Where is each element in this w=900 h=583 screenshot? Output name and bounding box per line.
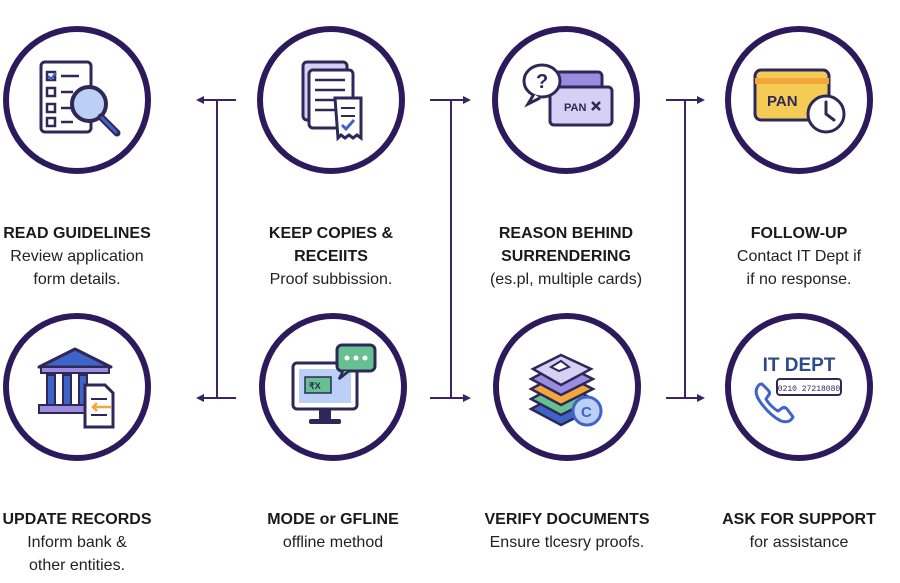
- step-title: ASK FOR SUPPORT: [722, 511, 876, 528]
- step-title: READ GUIDELINES: [3, 225, 151, 242]
- step-read-guidelines: READ GUIDELINES Review application form …: [0, 26, 194, 296]
- step-reason-behind-surrendering: PAN ? REASON BEHIND SURRENDERING (es.pl,…: [463, 26, 683, 296]
- step-circle: C: [493, 313, 641, 461]
- step-circle: PAN: [725, 26, 873, 174]
- step-description: offline method: [282, 534, 384, 551]
- step-title: UPDATE RECORDS: [2, 511, 152, 528]
- arrowhead-right-bottom: [697, 394, 705, 402]
- step-description: for assistance: [749, 534, 849, 551]
- arrowhead-middle-bottom: [463, 394, 471, 402]
- svg-text:C: C: [581, 404, 592, 421]
- step-description: (es.pl, multiple cards): [489, 271, 643, 288]
- svg-text:PAN: PAN: [767, 93, 798, 110]
- svg-text:?: ?: [536, 71, 548, 93]
- connector-lines: [196, 96, 705, 402]
- step-circle: [257, 26, 405, 174]
- pan-card-clock-icon: PAN: [753, 68, 846, 134]
- bank-document-icon: [37, 347, 115, 429]
- step-description: Ensure tlcesry proofs.: [489, 534, 645, 551]
- step-title: VERIFY DOCUMENTS: [484, 511, 650, 528]
- process-diagram: READ GUIDELINES Review application form …: [0, 26, 900, 574]
- documents-receipt-icon: [301, 60, 363, 142]
- step-circle: ₹X: [259, 313, 407, 461]
- step-verify-documents: C VERIFY DOCUMENTS Ensure tlcesry proofs…: [464, 313, 684, 583]
- step-circle: [3, 313, 151, 461]
- step-title: FOLLOW-UP: [750, 225, 848, 242]
- svg-text:PAN: PAN: [564, 102, 586, 114]
- arrowhead-left-top: [196, 96, 204, 104]
- question-pan-cards-icon: PAN ?: [522, 63, 614, 127]
- step-description: Proof subbission.: [269, 271, 393, 288]
- checklist-magnifier-icon: [39, 60, 121, 137]
- step-description: Contact IT Dept if if no response.: [736, 248, 862, 288]
- step-follow-up: PAN FOLLOW-UP Contact IT Dept if if no r…: [696, 26, 900, 296]
- computer-chat-icon: ₹X: [291, 343, 377, 424]
- svg-text:0210 27218080: 0210 27218080: [778, 385, 841, 394]
- step-circle: IT DEPT 0210 27218080: [725, 313, 873, 461]
- step-ask-for-support: IT DEPT 0210 27218080 ASK FOR SUPPORT fo…: [696, 313, 900, 583]
- step-title: KEEP COPIES & RECEIITS: [268, 225, 394, 265]
- phone-support-icon: IT DEPT 0210 27218080: [754, 355, 842, 424]
- arrowhead-middle-top: [463, 96, 471, 104]
- arrowhead-right-top: [697, 96, 705, 104]
- arrowhead-left-bottom: [196, 394, 204, 402]
- step-update-records: UPDATE RECORDS Inform bank & other entit…: [0, 313, 194, 583]
- step-title: REASON BEHIND SURRENDERING: [498, 225, 634, 265]
- svg-text:IT DEPT: IT DEPT: [763, 355, 836, 376]
- step-description: Review application form details.: [10, 248, 144, 288]
- step-description: Inform bank & other entities.: [27, 534, 127, 574]
- step-mode-offline: ₹X MODE or GFLINE offline method: [230, 313, 450, 583]
- step-keep-copies: KEEP COPIES & RECEIITS Proof subbission.: [228, 26, 448, 296]
- step-circle: [3, 26, 151, 174]
- step-circle: PAN ?: [492, 26, 640, 174]
- svg-text:₹X: ₹X: [309, 381, 321, 391]
- step-title: MODE or GFLINE: [267, 511, 399, 528]
- document-stack-icon: C: [528, 353, 603, 427]
